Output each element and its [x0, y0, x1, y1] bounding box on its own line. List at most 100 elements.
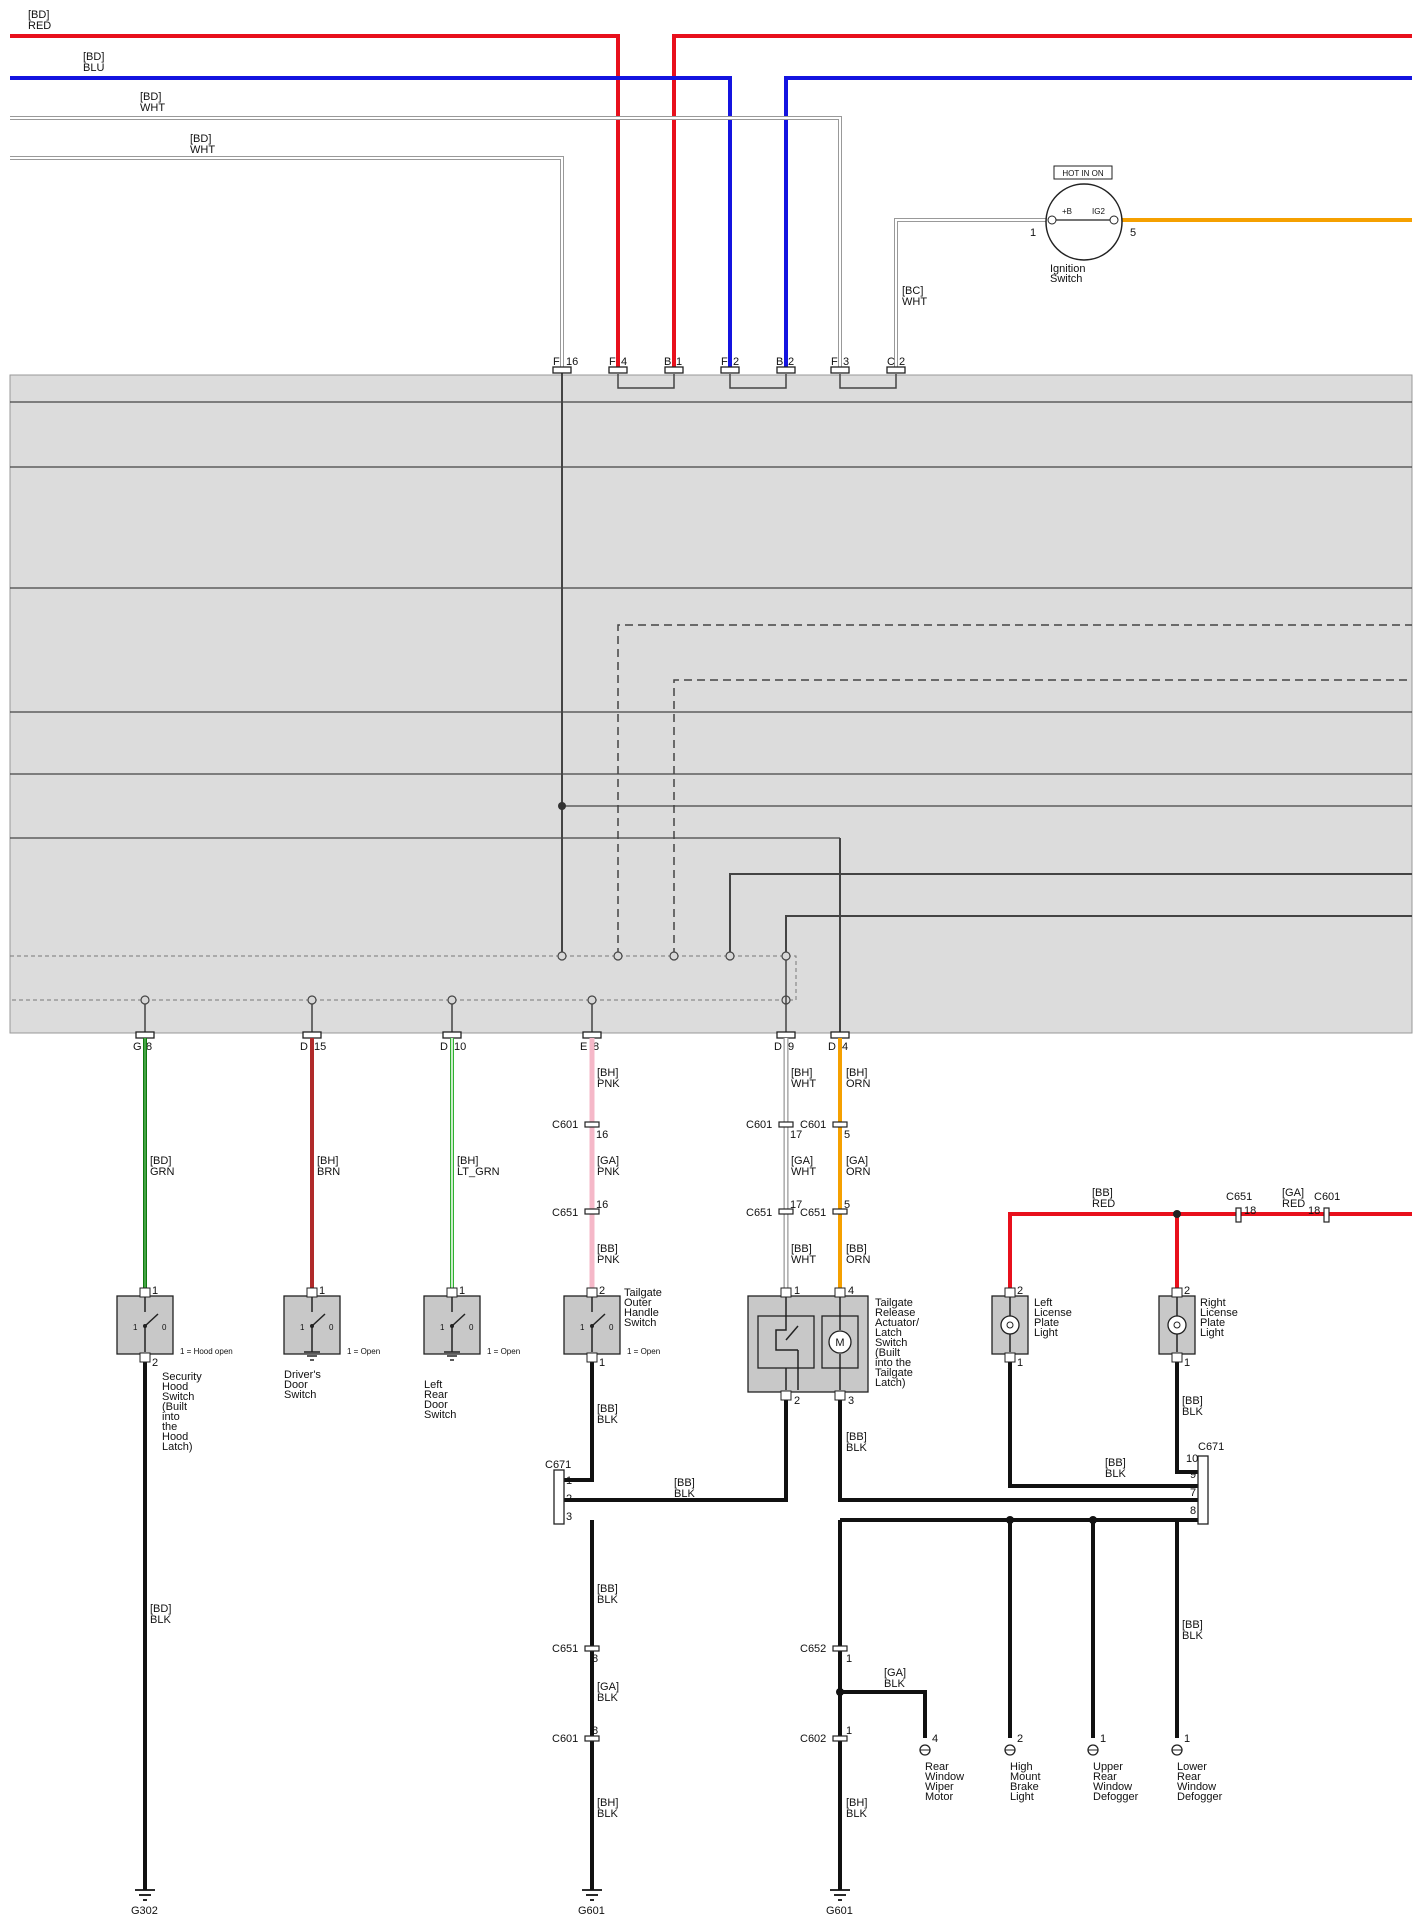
connector-label: C601: [746, 1119, 772, 1131]
lower-wire-labels: [BD]GRN [BH]BRN [BH]LT_GRN [BH]PNK [GA]P…: [150, 1067, 1305, 1820]
pin-label: 3: [843, 356, 849, 368]
c671-pin: 7: [1190, 1487, 1196, 1499]
wire-tag: [BB]RED: [1092, 1187, 1115, 1210]
connector-label: C651: [800, 1207, 826, 1219]
connector-label: C601: [552, 1119, 578, 1131]
wire-tag: [GA]BLK: [884, 1667, 906, 1690]
motor-symbol: M: [835, 1337, 844, 1349]
connector-label: C602: [800, 1733, 826, 1745]
hood-note: 1 = Hood open: [180, 1347, 233, 1356]
wire-tag: [BH]BRN: [317, 1155, 340, 1178]
actuator-pin: 1: [794, 1285, 800, 1297]
pin-label: F: [609, 356, 616, 368]
switch-mark: 0: [609, 1323, 614, 1332]
ignition-ig2-label: IG2: [1092, 207, 1105, 216]
wire-tag: [BD]WHT: [190, 133, 215, 156]
upperdefog-pin: 1: [1100, 1733, 1106, 1745]
lower-wires: [143, 1038, 1412, 1890]
connector-pin: 8: [592, 1725, 598, 1737]
connector-pin: 5: [844, 1129, 850, 1141]
top-wire-labels: [BD]RED [BD]BLU [BD]WHT [BD]WHT [BC]WHT: [28, 9, 927, 308]
connector-pin: 18: [1244, 1205, 1256, 1217]
connector-label: C651: [552, 1643, 578, 1655]
pin-label: B: [776, 356, 783, 368]
ground-g302: G302: [131, 1905, 158, 1917]
leftplate-pin-top: 2: [1017, 1285, 1023, 1297]
pin-label: D: [440, 1041, 448, 1053]
wire-tag: [BB]BLK: [597, 1403, 618, 1426]
control-module: [9, 372, 1413, 1034]
pin-label: 4: [621, 356, 627, 368]
pin-label: E: [580, 1041, 587, 1053]
wire-tag: [GA]BLK: [597, 1681, 619, 1704]
wire-tag: [BH]LT_GRN: [457, 1155, 500, 1178]
wire-tag: [GA]PNK: [597, 1155, 620, 1178]
leftrear-note: 1 = Open: [487, 1347, 520, 1356]
c671-junction: C671 1 2 3 C671 10 9 7 8: [545, 1441, 1224, 1525]
pin-label: 16: [566, 356, 578, 368]
hood-pin-top: 1: [152, 1285, 158, 1297]
pin-label: D: [774, 1041, 782, 1053]
connector-pin: 18: [1308, 1205, 1320, 1217]
wire-tag: [BB]BLK: [846, 1431, 867, 1454]
switch-mark: 1: [440, 1323, 445, 1332]
ignition-pin-5: 5: [1130, 227, 1136, 239]
wire-tag: [BB]BLK: [1105, 1457, 1126, 1480]
tailhandle-note: 1 = Open: [627, 1347, 660, 1356]
pin-label: 15: [314, 1041, 326, 1053]
driver-note: 1 = Open: [347, 1347, 380, 1356]
wire-tag: [BH]BLK: [597, 1797, 618, 1820]
rightplate-pin-top: 2: [1184, 1285, 1190, 1297]
pin-label: 9: [788, 1041, 794, 1053]
leftplate-pin-bottom: 1: [1017, 1357, 1023, 1369]
c671-pin: 10: [1186, 1453, 1198, 1465]
wire-tag: [BH]PNK: [597, 1067, 620, 1090]
ground-g601: G601: [578, 1905, 605, 1917]
connector-label: C651: [746, 1207, 772, 1219]
ignition-b-label: +B: [1062, 207, 1072, 216]
ground-g601: G601: [826, 1905, 853, 1917]
wire-tag: [BC]WHT: [902, 285, 927, 308]
connector-pin: 1: [846, 1725, 852, 1737]
connector-label: C601: [1314, 1191, 1340, 1203]
pin-label: 1: [676, 356, 682, 368]
wire-tag: [BB]BLK: [1182, 1619, 1203, 1642]
wire-tag: [BB]WHT: [791, 1243, 816, 1266]
wire-tag: [BB]PNK: [597, 1243, 620, 1266]
pin-label: C: [887, 356, 895, 368]
switch-mark: 1: [300, 1323, 305, 1332]
connector-label: C651: [552, 1207, 578, 1219]
connector-pin: 17: [790, 1129, 802, 1141]
pin-label: 8: [593, 1041, 599, 1053]
switch-mark: 0: [329, 1323, 334, 1332]
rightplate-pin-bottom: 1: [1184, 1357, 1190, 1369]
pin-label: 10: [454, 1041, 466, 1053]
top-wires: [10, 34, 1412, 389]
brake-pin: 2: [1017, 1733, 1023, 1745]
switch-mark: 0: [162, 1323, 167, 1332]
wire-tag: [BH]WHT: [791, 1067, 816, 1090]
pin-label: 2: [788, 356, 794, 368]
wire-tag: [BD]BLK: [150, 1603, 171, 1626]
c671-pin: 3: [566, 1511, 572, 1523]
pin-label: G: [133, 1041, 142, 1053]
wire-tag: [BD]GRN: [150, 1155, 175, 1178]
wire-tag: [GA]RED: [1282, 1187, 1305, 1210]
wire-tag: [BD]WHT: [140, 91, 165, 114]
c671-pin: 8: [1190, 1505, 1196, 1517]
wire-tag: [GA]ORN: [846, 1155, 871, 1178]
connector-label: C601: [800, 1119, 826, 1131]
